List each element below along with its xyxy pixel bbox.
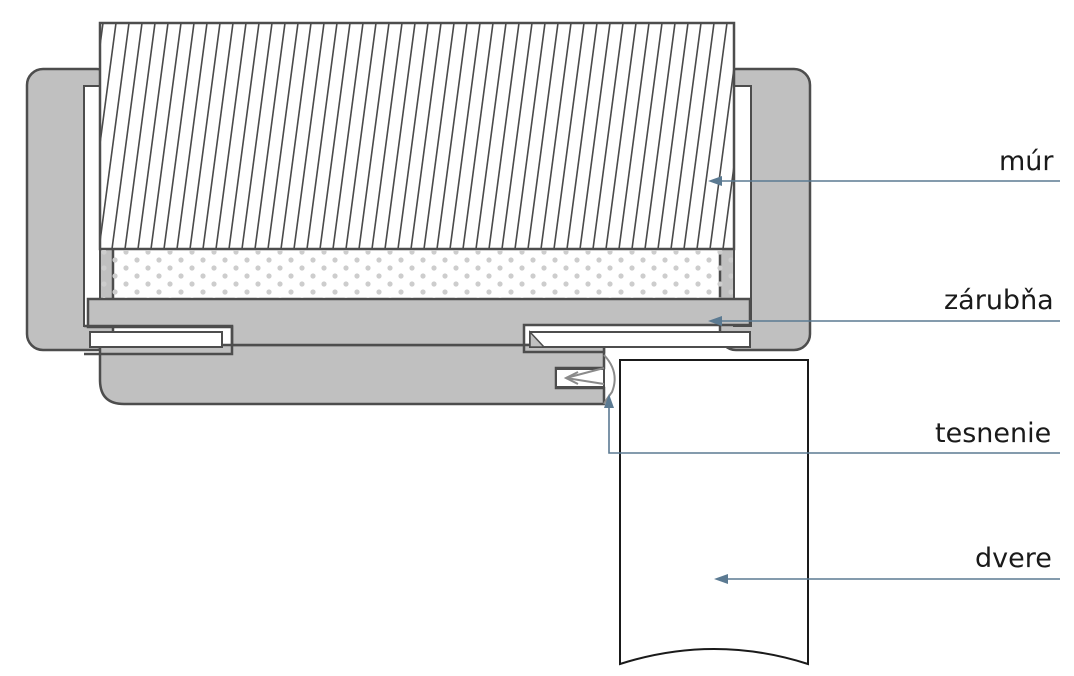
wall-hatch-line: [254, 23, 286, 249]
wall-hatch-line: [683, 23, 715, 249]
wall-hatch-line: [293, 23, 325, 249]
wall-hatch-line: [124, 23, 156, 249]
door: [619, 359, 809, 666]
wall-hatch-line: [100, 23, 130, 248]
wall-hatch-line: [163, 23, 195, 249]
wall-hatch-line: [605, 23, 637, 249]
seal: [563, 354, 616, 405]
seal-groove: [555, 368, 605, 388]
wall-hatch-line: [566, 23, 598, 249]
wall-hatch-line: [579, 23, 611, 249]
wall-hatch-line: [553, 23, 585, 249]
label-wall: múr: [999, 146, 1054, 177]
wall-hatch-line: [631, 23, 663, 249]
leader-wall: [708, 176, 1060, 186]
wall-hatch-line: [215, 23, 247, 249]
wall-hatch-line: [709, 62, 734, 249]
wall-hatch-line: [306, 23, 338, 249]
filling-layer: [99, 248, 735, 300]
wall-hatch-line: [150, 23, 182, 249]
wall-hatch-line: [527, 23, 559, 249]
wall-hatch-line: [397, 23, 429, 249]
left-inner-cavity: [83, 85, 101, 327]
wall-hatch-line: [384, 23, 416, 249]
wall-hatch-line: [176, 23, 208, 249]
left-slot-inner: [89, 331, 223, 348]
wall-hatch-line: [202, 23, 234, 249]
leader-frame: [708, 316, 1060, 326]
right-slot-inner: [529, 331, 751, 348]
leader-door: [714, 574, 1060, 584]
wall-hatch-line: [722, 160, 734, 249]
wall: [98, 21, 736, 251]
wall-hatch-line: [228, 23, 260, 249]
wall-hatch-line: [657, 23, 689, 249]
wall-hatch-line: [267, 23, 299, 249]
wall-hatch-line: [423, 23, 455, 249]
label-frame: zárubňa: [944, 285, 1054, 316]
wall-hatch-line: [462, 23, 494, 249]
wall-hatch-line: [358, 23, 390, 249]
wall-hatch-line: [319, 23, 351, 249]
wall-hatch-line: [436, 23, 468, 249]
leader-seal: [604, 394, 1060, 454]
wall-hatch-line: [410, 23, 442, 249]
right-slot-wedge: [529, 330, 546, 348]
label-door: dvere: [975, 543, 1052, 574]
wall-hatch-line: [618, 23, 650, 249]
wall-hatch-line: [189, 23, 221, 249]
wall-hatch-line: [540, 23, 572, 249]
left-slot: [84, 324, 234, 356]
wall-hatch-line: [644, 23, 676, 249]
frame-casing: [25, 67, 812, 406]
wall-hatch-line: [449, 23, 481, 249]
wall-hatch-line: [475, 23, 507, 249]
wall-hatch-line: [501, 23, 533, 249]
wall-hatch-line: [280, 23, 312, 249]
wall-hatch-line: [696, 23, 728, 249]
wall-hatch-line: [514, 23, 546, 249]
wall-hatch-line: [332, 23, 364, 249]
wall-hatch-line: [371, 23, 403, 249]
wall-hatch-line: [488, 23, 520, 249]
right-inner-cavity: [733, 85, 752, 327]
wall-hatch-line: [241, 23, 273, 249]
leader-lines: [604, 176, 1060, 584]
wall-hatch-line: [345, 23, 377, 249]
wall-hatch-line: [137, 23, 169, 249]
wall-hatch-line: [592, 23, 624, 249]
label-seal: tesnenie: [935, 418, 1052, 449]
wall-hatch-line: [670, 23, 702, 249]
wall-hatch-line: [111, 23, 143, 249]
